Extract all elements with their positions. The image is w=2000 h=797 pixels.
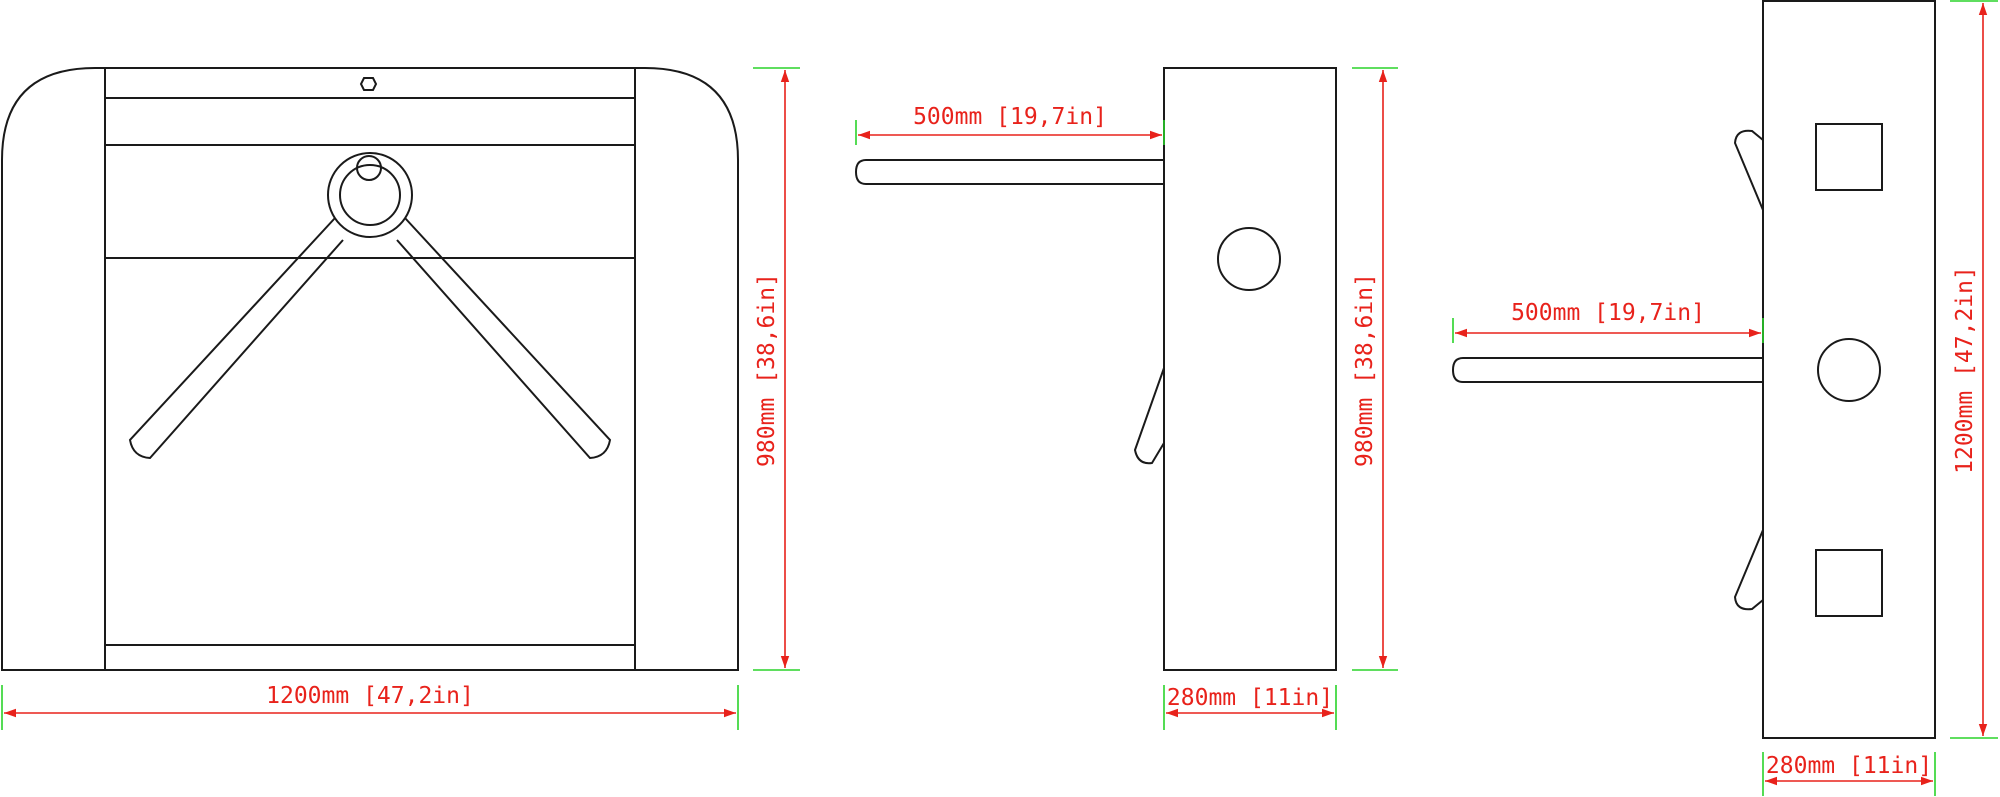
- top-length-label: 1200mm [47,2in]: [1952, 266, 1978, 474]
- side-view: 500mm [19,7in] 980mm [38,6in] 280mm [11i…: [854, 67, 1398, 730]
- top-view: 500mm [19,7in] 1200mm [47,2in] 280mm [11…: [1451, 0, 1998, 796]
- side-height-dimension: 980mm [38,6in]: [1352, 67, 1398, 671]
- side-view-hub: [1217, 227, 1281, 291]
- front-width-dimension: 1200mm [47,2in]: [1, 683, 739, 730]
- top-length-dimension: 1200mm [47,2in]: [1950, 0, 1998, 739]
- front-view-tripod-arm-left: [128, 217, 344, 460]
- side-depth-dimension: 280mm [11in]: [1163, 685, 1337, 730]
- top-view-reader-lower: [1815, 549, 1883, 617]
- top-view-arm: [1451, 357, 1763, 383]
- top-depth-label: 280mm [11in]: [1766, 753, 1932, 779]
- top-view-cabinet: [1762, 0, 1936, 739]
- side-view-cabinet: [1163, 67, 1337, 671]
- key-lock-icon: [359, 77, 378, 91]
- side-view-lower-arm: [1133, 367, 1165, 465]
- side-height-label: 980mm [38,6in]: [1352, 273, 1378, 467]
- top-arm-dimension: 500mm [19,7in]: [1452, 300, 1764, 343]
- side-arm-dimension: 500mm [19,7in]: [855, 104, 1165, 145]
- side-depth-label: 280mm [11in]: [1167, 685, 1333, 711]
- top-depth-dimension: 280mm [11in]: [1762, 752, 1936, 796]
- front-view-cabinet: [1, 67, 739, 671]
- top-view-reader-upper: [1815, 123, 1883, 191]
- top-view-lower-arm: [1733, 529, 1764, 611]
- top-view-upper-arm: [1733, 129, 1764, 211]
- front-width-label: 1200mm [47,2in]: [266, 683, 474, 709]
- front-view: 1200mm [47,2in] 980mm [38,6in]: [1, 67, 800, 730]
- front-view-tripod-arm-right: [396, 217, 612, 460]
- front-view-tripod-hub: [327, 152, 413, 238]
- side-arm-label: 500mm [19,7in]: [913, 104, 1107, 130]
- front-height-dimension: 980mm [38,6in]: [753, 67, 800, 671]
- side-view-arm: [854, 159, 1164, 185]
- front-height-label: 980mm [38,6in]: [754, 273, 780, 467]
- top-arm-label: 500mm [19,7in]: [1511, 300, 1705, 326]
- top-view-hub: [1817, 338, 1881, 402]
